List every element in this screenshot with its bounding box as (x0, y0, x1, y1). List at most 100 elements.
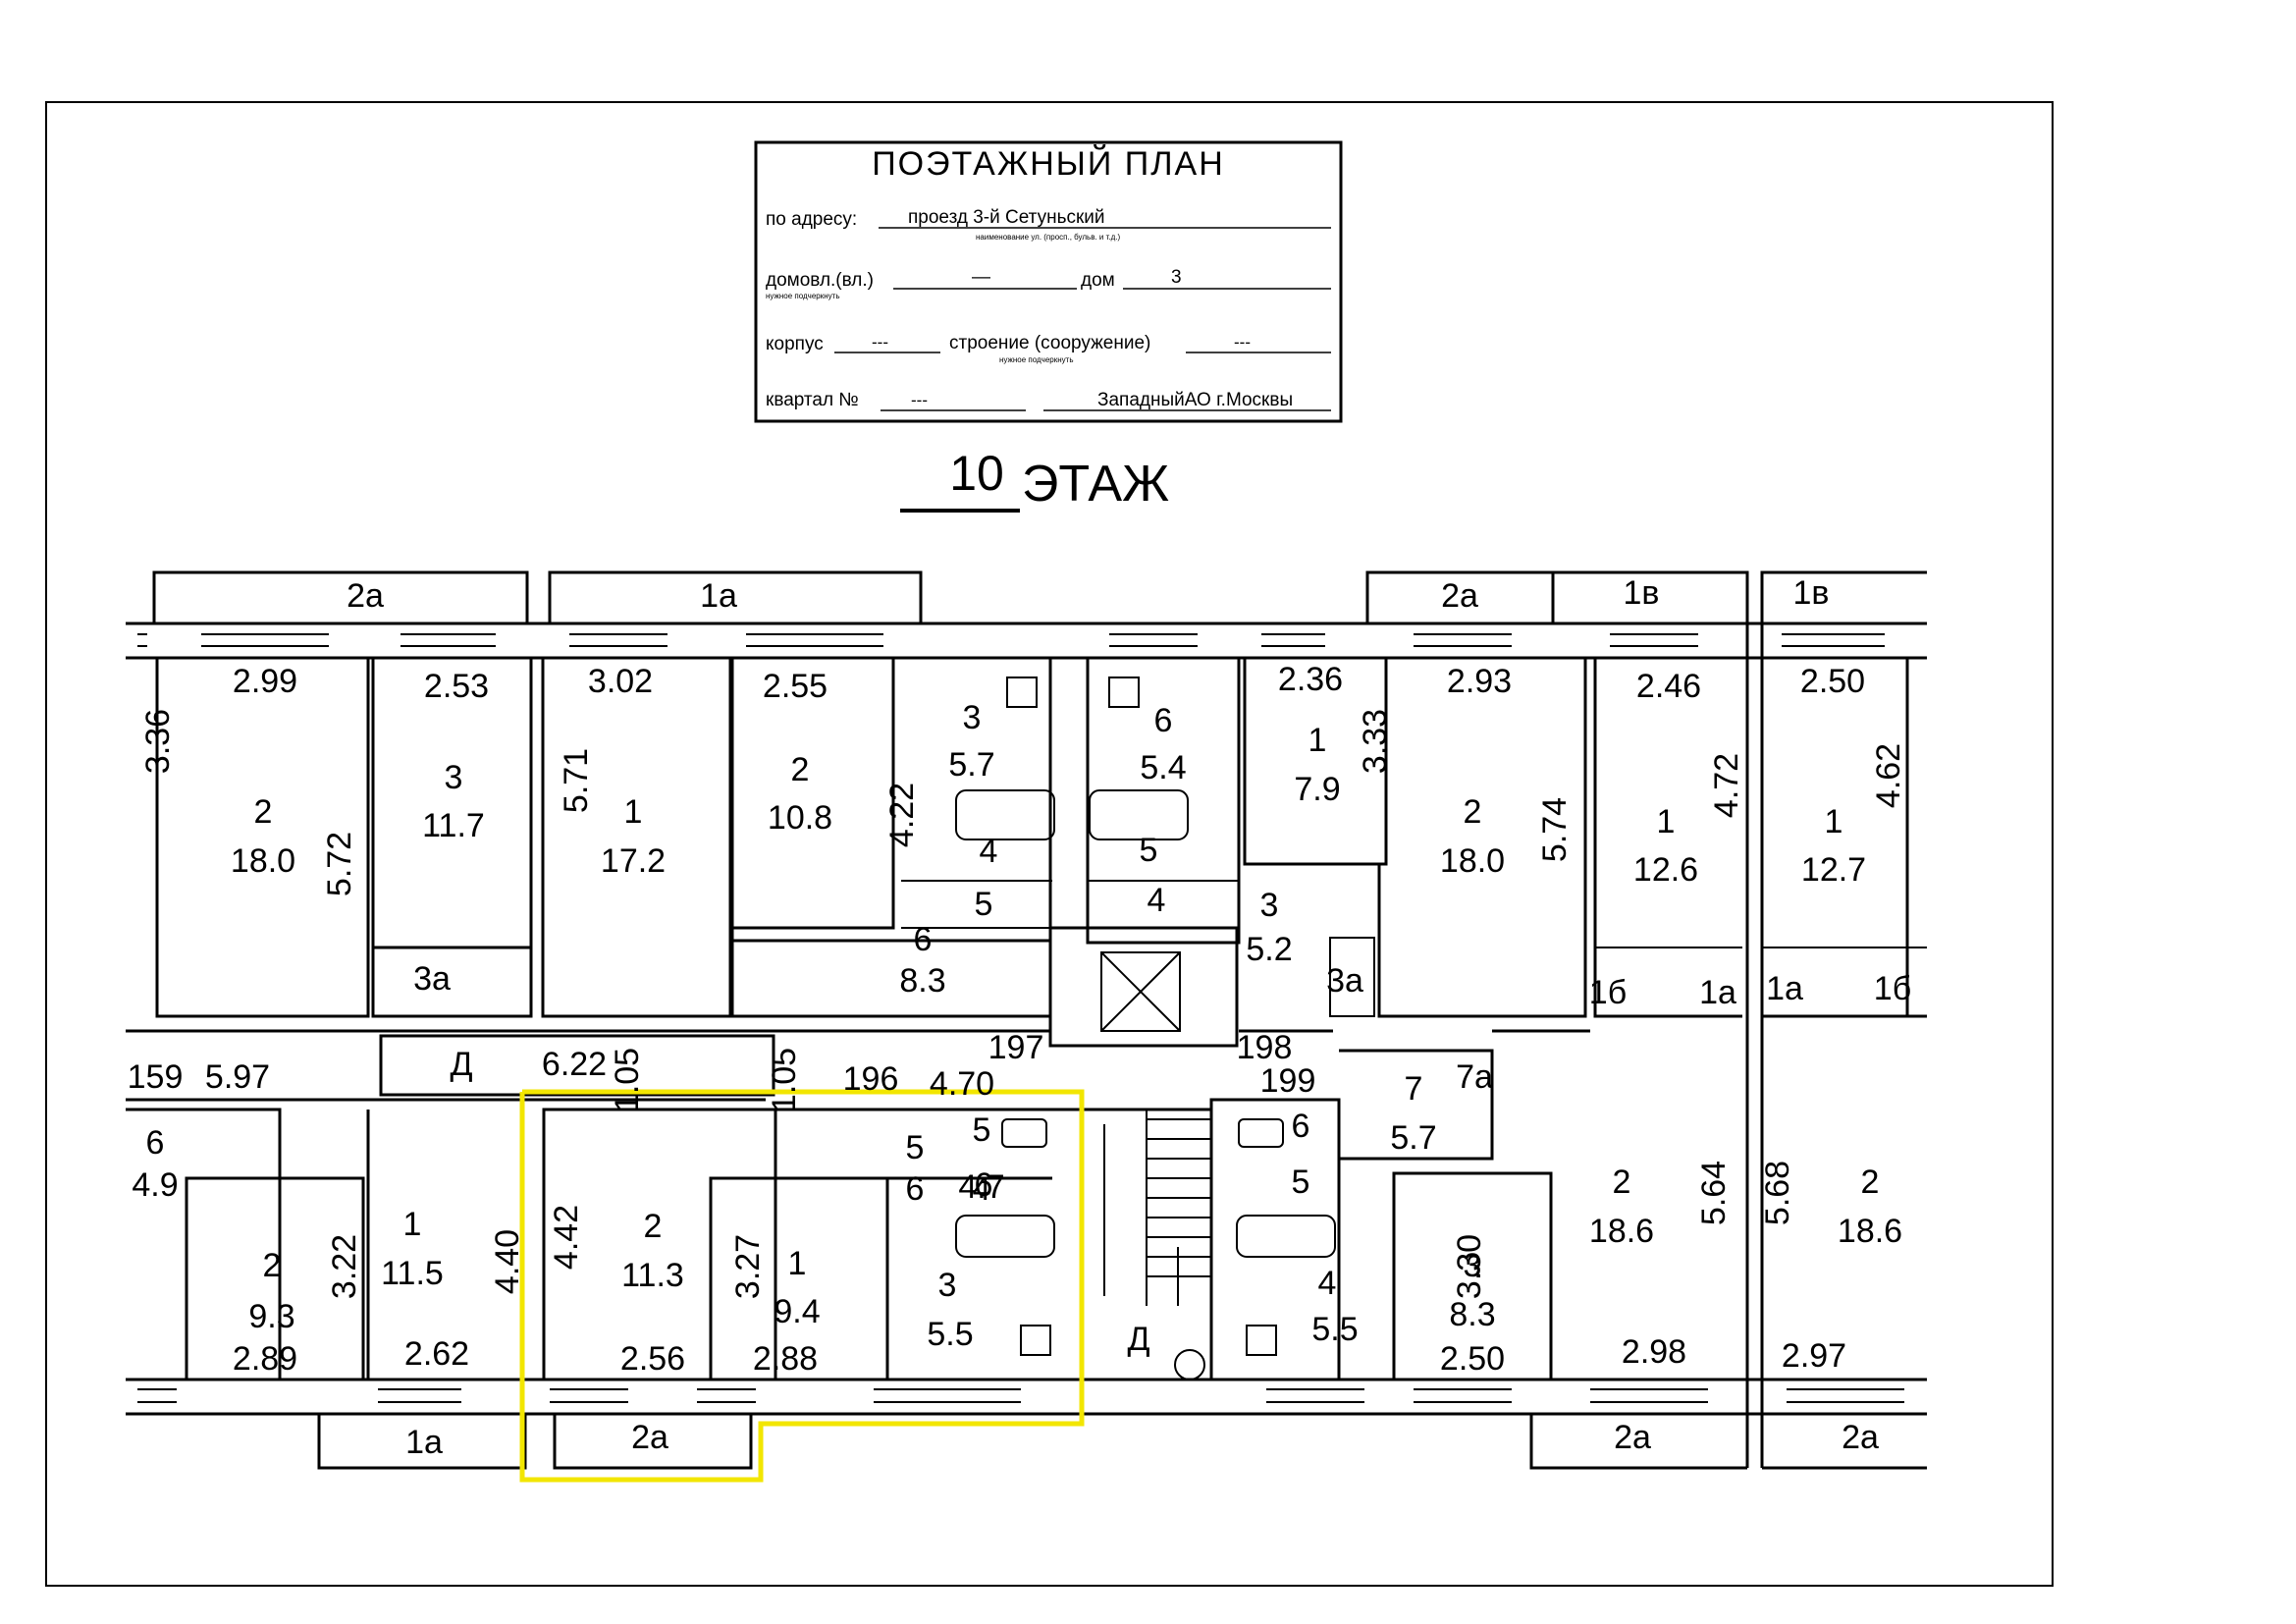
stamp-address-hint: наименование ул. (просп., бульв. и т.д.) (976, 233, 1120, 242)
apartment-highlight (519, 1089, 1085, 1483)
room-label: 17.2 (601, 842, 666, 880)
room-label: 5.64 (1695, 1161, 1733, 1225)
room-label: Д (450, 1046, 472, 1083)
room-label: 6 (146, 1124, 165, 1162)
room-label: 3 (1464, 1247, 1482, 1284)
room-label: 1б (1874, 970, 1911, 1007)
room-label: 1в (1624, 574, 1660, 612)
room-label: 1а (405, 1424, 443, 1461)
room-label: 18.6 (1589, 1213, 1654, 1250)
room-label: 10.8 (768, 799, 832, 837)
room-label: 4 (980, 833, 998, 870)
room-label: 2.50 (1800, 663, 1865, 700)
room-label: 1а (1699, 974, 1736, 1011)
room-label: 1б (1589, 974, 1627, 1011)
stamp-address-value: проезд 3-й Сетуньский (908, 207, 1105, 228)
room-label: 11.5 (381, 1255, 444, 1292)
room-label: 5.4 (1140, 749, 1186, 786)
stamp-dom-value: 3 (1171, 267, 1182, 288)
room-label: 2 (1861, 1164, 1880, 1201)
room-label: 2 (1613, 1164, 1631, 1201)
room-label: 2.53 (424, 668, 489, 705)
room-label: 5.97 (205, 1058, 270, 1096)
room-label: 159 (128, 1058, 184, 1096)
room-label: 5.7 (1390, 1119, 1436, 1157)
room-label: 8.3 (1449, 1296, 1495, 1333)
room-label: 1 (1308, 722, 1327, 759)
room-label: 2а (1842, 1419, 1879, 1456)
room-label: 18.6 (1838, 1213, 1902, 1250)
room-label: 4.70 (930, 1065, 994, 1103)
room-label: 4.7 (958, 1168, 1004, 1206)
room-label: 2 (1464, 793, 1482, 831)
room-label: 2.50 (1440, 1340, 1505, 1378)
room-label: 5.71 (558, 748, 595, 813)
stamp-korpus-value: --- (872, 333, 888, 352)
room-label: 4 (1318, 1265, 1337, 1302)
room-label: 5.68 (1759, 1161, 1796, 1225)
room-label: Д (1127, 1321, 1149, 1358)
room-label: 6 (914, 921, 933, 958)
room-label: 2.93 (1447, 663, 1512, 700)
room-label: 2.88 (753, 1340, 818, 1378)
room-label: 6 (1154, 702, 1173, 739)
room-label: 3.02 (588, 663, 653, 700)
room-label: 9.4 (774, 1293, 820, 1330)
room-label: 4.22 (883, 783, 921, 847)
room-label: 4.9 (132, 1166, 178, 1204)
room-label: 3.22 (326, 1234, 363, 1299)
stamp-title: ПОЭТАЖНЫЙ ПЛАН (872, 145, 1225, 183)
room-label: 1 (788, 1245, 807, 1282)
room-label: 3а (1326, 962, 1363, 1000)
room-label: 18.0 (231, 842, 295, 880)
floor-number: 10 (949, 446, 1004, 501)
room-label: 3.36 (139, 709, 177, 774)
room-label: 7.9 (1294, 771, 1340, 808)
room-label: 1а (1766, 970, 1803, 1007)
room-label: 199 (1260, 1062, 1316, 1100)
title-stamp: ПОЭТАЖНЫЙ ПЛАН по адресу: проезд 3-й Сет… (754, 140, 1343, 423)
room-label: 1 (1657, 803, 1676, 840)
room-label: 11.7 (422, 807, 485, 844)
room-label: 18.0 (1440, 842, 1505, 880)
room-label: 2.36 (1278, 661, 1343, 698)
stamp-district-value: ЗападныйАО г.Москвы (1097, 390, 1293, 410)
room-label: 2.46 (1636, 668, 1701, 705)
room-label: 3.30 (1451, 1234, 1488, 1299)
room-label: 9.3 (248, 1298, 294, 1335)
room-label: 4.42 (548, 1205, 585, 1270)
stamp-stroenie-hint: нужное подчеркнуть (999, 355, 1074, 364)
room-label: 198 (1237, 1029, 1293, 1066)
room-label: 5 (1140, 832, 1158, 869)
room-label: 4.62 (1870, 743, 1907, 808)
room-label: 4 (1148, 882, 1166, 919)
room-label: 5 (973, 1111, 991, 1149)
room-label: 12.7 (1801, 851, 1866, 889)
room-label: 2.89 (233, 1340, 297, 1378)
stamp-stroenie-label: строение (сооружение) (949, 333, 1150, 353)
room-label: 7а (1456, 1058, 1493, 1096)
room-label: 6 (1292, 1108, 1310, 1145)
stamp-domovl-label: домовл.(вл.) (766, 270, 874, 291)
room-label: 5 (906, 1129, 925, 1166)
room-label: 2.97 (1782, 1337, 1846, 1375)
room-label: 3 (445, 759, 463, 796)
room-label: 197 (988, 1029, 1044, 1066)
floor-label: ЭТАЖ (1022, 456, 1169, 513)
room-label: 1 (624, 793, 643, 831)
room-label: 2 (254, 793, 273, 831)
room-label: 2а (347, 577, 384, 615)
room-label: 2.56 (620, 1340, 685, 1378)
stamp-address-label: по адресу: (766, 209, 857, 230)
room-label: 3.27 (729, 1234, 767, 1299)
room-label: 11.3 (621, 1257, 684, 1294)
room-label: 1.05 (766, 1048, 803, 1112)
room-label: 5.7 (948, 746, 994, 784)
stamp-domovl-hint: нужное подчеркнуть (766, 292, 840, 300)
room-label: 8.3 (899, 962, 945, 1000)
room-label: 12.6 (1633, 851, 1698, 889)
building-plan (126, 570, 1927, 1470)
room-label: 3а (413, 960, 451, 998)
stamp-domovl-value: — (972, 267, 990, 288)
